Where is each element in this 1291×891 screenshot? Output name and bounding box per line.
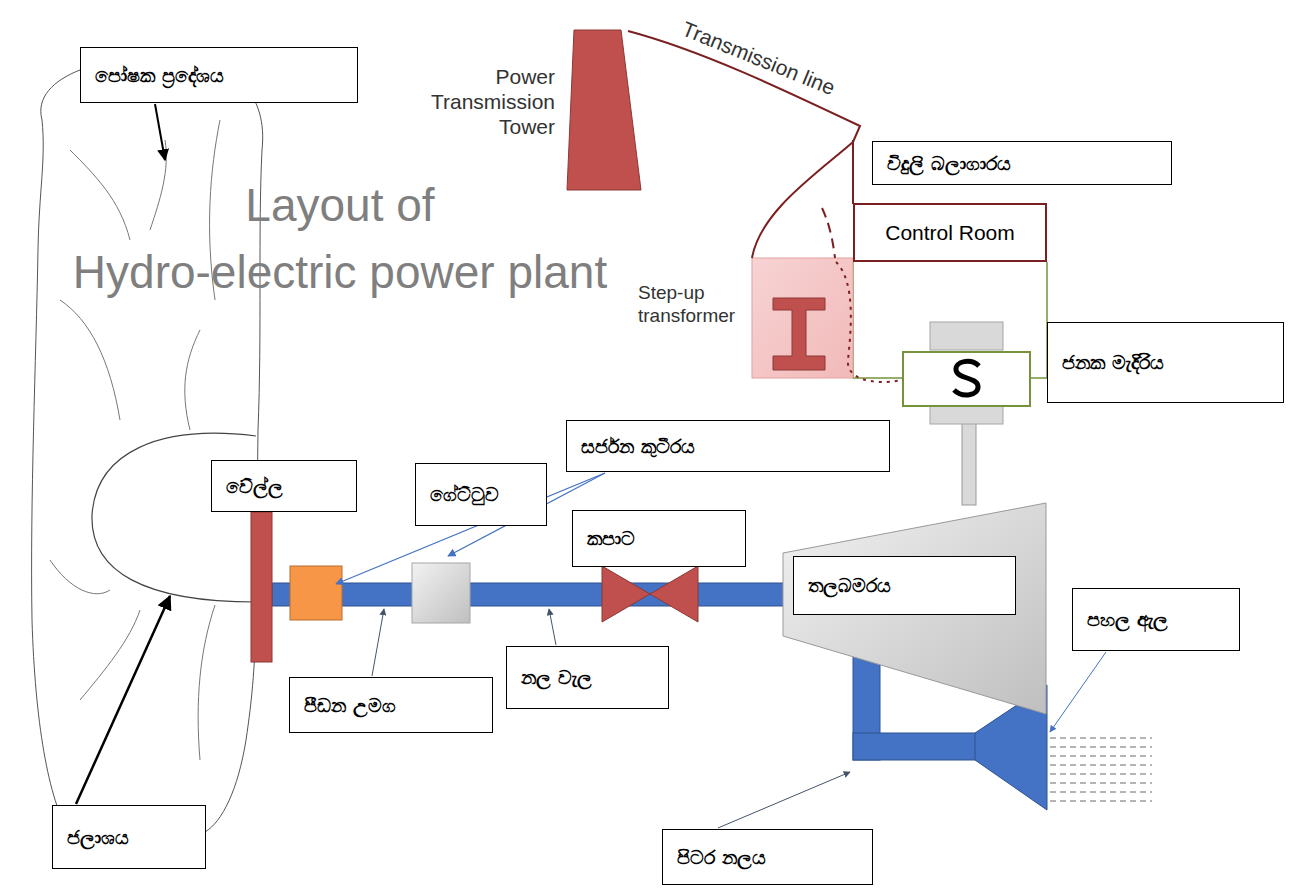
part-label-box: නල වැල xyxy=(506,646,669,709)
node-label: ජනක මැදිරිය xyxy=(1062,350,1164,375)
node-label: තලබමරය xyxy=(808,573,891,598)
transformer-symbol xyxy=(773,298,825,370)
node-label: සර්ජන කුටීරය xyxy=(581,434,695,459)
part-label-box: පිටර නලය xyxy=(662,829,873,885)
part-label-box: ගේට්ටුව xyxy=(415,463,547,526)
reservoir-outline xyxy=(92,433,256,602)
leader-arrow xyxy=(718,772,850,828)
leader-arrow xyxy=(1050,652,1106,732)
title-word: power xyxy=(369,246,507,298)
water-line xyxy=(1050,747,1152,748)
dam-wall xyxy=(251,512,272,662)
catchment-outline xyxy=(32,57,263,834)
water-line xyxy=(1050,774,1152,775)
water-line xyxy=(1050,783,1152,784)
diagram-title: Layout of Hydro-electric power plant xyxy=(0,172,680,305)
transmission-tower xyxy=(567,30,641,190)
surge-tank xyxy=(412,563,470,623)
part-label-box: කපාට xyxy=(572,510,746,567)
node-label: පහල ඇල xyxy=(1087,607,1168,632)
title-word: of xyxy=(396,179,434,231)
water-line xyxy=(1050,765,1152,766)
leader-arrow xyxy=(549,609,556,645)
tributary xyxy=(50,560,110,594)
tributary xyxy=(185,330,200,430)
title-word: Layout xyxy=(245,179,396,231)
tributary xyxy=(70,150,130,240)
leader-arrow xyxy=(155,104,165,160)
node-label: පීඩන උමග xyxy=(304,693,396,718)
leader-arrow xyxy=(372,609,384,676)
node-label: පෝෂක ප්‍රදේශය xyxy=(95,63,224,88)
dashed-lead xyxy=(822,208,835,258)
generator-pole xyxy=(930,406,1003,424)
tributary xyxy=(80,610,140,700)
dashed-lead xyxy=(836,262,903,382)
valve-symbol xyxy=(650,566,698,622)
node-label: වේල්ල xyxy=(226,474,283,499)
part-label-box: තලබමරය xyxy=(793,556,1016,615)
place-label-box: විදුලි බලාගාරය xyxy=(872,141,1172,185)
title-word: Hydro-electric xyxy=(73,246,370,298)
tributary xyxy=(60,300,120,420)
valve-symbol xyxy=(602,566,650,622)
leader-arrow xyxy=(336,473,605,584)
part-label-box: ජලාශය xyxy=(52,805,206,869)
power-house-wall xyxy=(852,140,854,204)
part-label-box: පෝෂක ප්‍රදේශය xyxy=(80,47,358,103)
generator-pole xyxy=(930,322,1003,350)
leader-arrow xyxy=(76,596,170,804)
transformer-housing xyxy=(752,258,853,378)
node-label: ජලාශය xyxy=(67,825,129,850)
generator-symbol xyxy=(954,361,979,395)
generator-box xyxy=(903,352,1030,406)
tail-race-water xyxy=(1050,738,1152,801)
water-line xyxy=(1050,756,1152,757)
water-line xyxy=(1050,738,1152,739)
intake-block xyxy=(290,566,342,620)
node-label: විදුලි බලාගාරය xyxy=(887,151,1011,176)
water-line xyxy=(1050,792,1152,793)
transformer-lead xyxy=(752,142,853,258)
part-label-box: පීඩන උමග xyxy=(289,677,493,733)
part-label-box: වේල්ල xyxy=(211,460,357,512)
node-label: ගේට්ටුව xyxy=(430,482,499,507)
transformer-label: Step-up transformer xyxy=(638,282,750,328)
tributary xyxy=(198,605,215,760)
node-label: කපාට xyxy=(587,526,635,551)
penstock-pipe xyxy=(272,583,786,606)
turbine-casing xyxy=(783,503,1046,714)
title-word: plant xyxy=(507,246,607,298)
water-line xyxy=(1050,801,1152,802)
control-room-box: Control Room xyxy=(853,203,1047,262)
tower-label: Power Transmission Tower xyxy=(415,64,555,140)
draft-tube xyxy=(853,733,983,760)
part-label-box: සර්ජන කුටීරය xyxy=(566,420,890,472)
node-label: පිටර නලය xyxy=(677,845,766,870)
node-label: Control Room xyxy=(885,219,1015,246)
node-label: නල වැල xyxy=(521,665,592,690)
part-label-box: පහල ඇල xyxy=(1072,588,1240,651)
part-label-box: ජනක මැදිරිය xyxy=(1047,322,1284,403)
line-label: Transmission line xyxy=(679,16,839,100)
